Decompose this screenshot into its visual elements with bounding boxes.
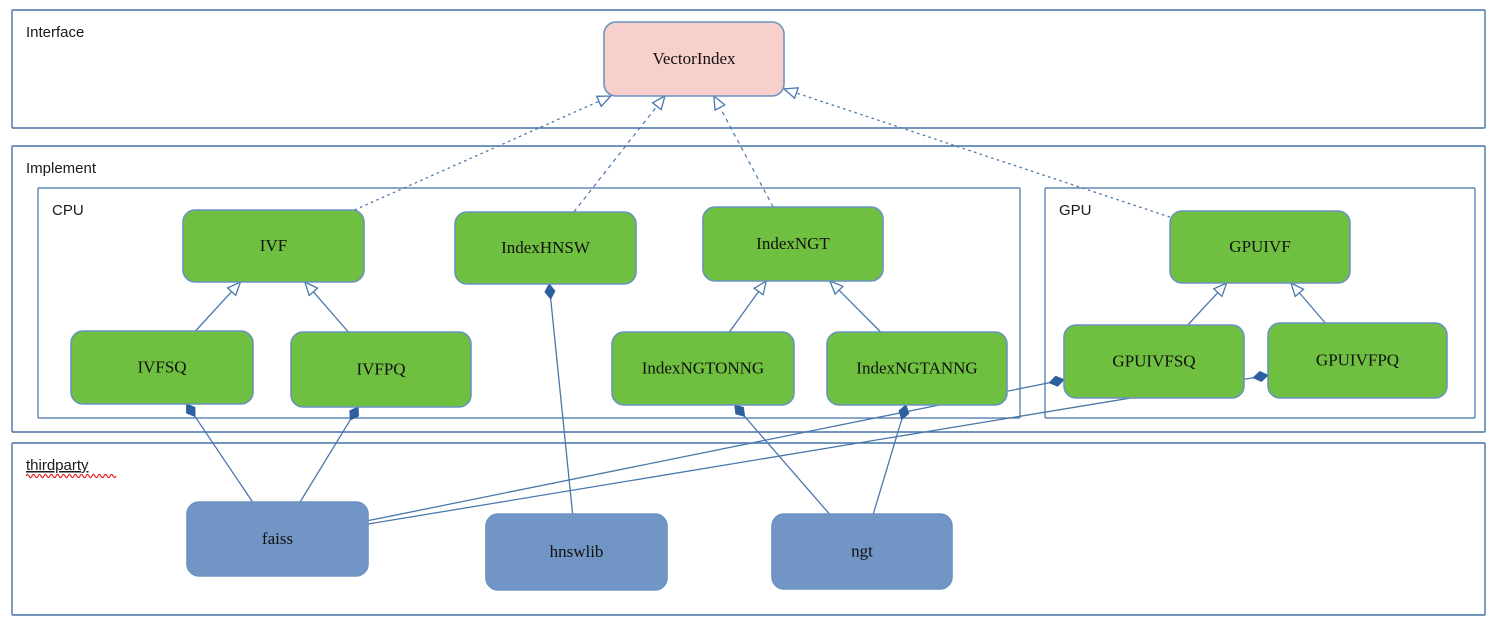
node-ngt[interactable]: ngt bbox=[771, 513, 953, 590]
generalization-arrowhead bbox=[1289, 281, 1305, 298]
composition-diamond bbox=[898, 404, 910, 421]
generalization-arrowhead bbox=[226, 280, 242, 297]
node-IndexNGT[interactable]: IndexNGT bbox=[702, 206, 884, 282]
generalization-arrowhead bbox=[828, 279, 845, 296]
edge-IVF-to-VectorIndex bbox=[354, 95, 613, 211]
container-cpu: CPU bbox=[37, 187, 1021, 419]
node-label-faiss: faiss bbox=[262, 529, 293, 548]
node-label-IndexNGTONNG: IndexNGTONNG bbox=[642, 358, 764, 377]
node-label-hnswlib: hnswlib bbox=[550, 542, 604, 561]
container-label-thirdparty: thirdparty bbox=[26, 457, 89, 474]
node-box-IndexNGTONNG[interactable] bbox=[611, 331, 795, 406]
edge-faiss-to-GPUIVFPQ bbox=[367, 371, 1269, 525]
node-IndexHNSW[interactable]: IndexHNSW bbox=[454, 211, 637, 285]
node-box-IndexNGTANNG[interactable] bbox=[826, 331, 1008, 406]
edge-IVFPQ-to-IVF bbox=[303, 280, 349, 333]
node-hnswlib[interactable]: hnswlib bbox=[485, 513, 668, 591]
edge-GPUIVFPQ-to-GPUIVF bbox=[1289, 281, 1326, 324]
node-label-IVFPQ: IVFPQ bbox=[356, 359, 405, 378]
node-GPUIVFSQ[interactable]: GPUIVFSQ bbox=[1063, 324, 1245, 399]
composition-diamond bbox=[186, 403, 196, 418]
edge-ngt-to-IndexNGTONNG bbox=[734, 404, 830, 515]
node-box-VectorIndex[interactable] bbox=[603, 21, 785, 97]
edge-GPUIVF-to-VectorIndex bbox=[782, 87, 1171, 218]
generalization-arrowhead bbox=[753, 279, 768, 296]
edge-ngt-to-IndexNGTANNG bbox=[872, 404, 910, 515]
edge-hnswlib-to-IndexHNSW bbox=[544, 283, 574, 515]
node-GPUIVFPQ[interactable]: GPUIVFPQ bbox=[1267, 322, 1448, 399]
node-label-GPUIVFSQ: GPUIVFSQ bbox=[1112, 351, 1195, 370]
edge-faiss-to-IVFPQ bbox=[299, 406, 360, 503]
container-label-interface: Interface bbox=[26, 24, 84, 41]
realization-arrowhead bbox=[713, 94, 726, 112]
node-box-GPUIVFPQ[interactable] bbox=[1267, 322, 1448, 399]
node-label-ngt: ngt bbox=[851, 541, 873, 560]
node-box-GPUIVFSQ[interactable] bbox=[1063, 324, 1245, 399]
container-label-gpu: GPU bbox=[1059, 202, 1092, 219]
edge-IndexNGTONNG-to-IndexNGT bbox=[728, 279, 768, 333]
generalization-arrowhead bbox=[303, 280, 319, 297]
composition-diamond bbox=[349, 406, 360, 421]
node-label-IndexNGT: IndexNGT bbox=[756, 234, 830, 253]
node-box-IVF[interactable] bbox=[182, 209, 365, 283]
composition-diamond bbox=[1048, 375, 1065, 387]
generalization-arrowhead bbox=[1212, 281, 1228, 298]
container-label-cpu: CPU bbox=[52, 202, 84, 219]
composition-diamond bbox=[734, 404, 746, 417]
realization-arrowhead bbox=[595, 95, 613, 108]
edge-IVFSQ-to-IVF bbox=[195, 280, 242, 332]
node-GPUIVF[interactable]: GPUIVF bbox=[1169, 210, 1351, 284]
node-label-VectorIndex: VectorIndex bbox=[652, 49, 736, 68]
node-label-IVFSQ: IVFSQ bbox=[137, 357, 186, 376]
node-VectorIndex[interactable]: VectorIndex bbox=[603, 21, 785, 97]
node-box-faiss[interactable] bbox=[186, 501, 369, 577]
node-label-GPUIVFPQ: GPUIVFPQ bbox=[1316, 350, 1399, 369]
node-IndexNGTANNG[interactable]: IndexNGTANNG bbox=[826, 331, 1008, 406]
edge-IndexNGTANNG-to-IndexNGT bbox=[828, 279, 882, 333]
container-label-implement: Implement bbox=[26, 160, 97, 177]
node-box-IVFPQ[interactable] bbox=[290, 331, 472, 408]
node-label-IndexNGTANNG: IndexNGTANNG bbox=[856, 358, 977, 377]
node-box-ngt[interactable] bbox=[771, 513, 953, 590]
spellcheck-underline bbox=[25, 473, 117, 479]
node-IVFSQ[interactable]: IVFSQ bbox=[70, 330, 254, 405]
node-faiss[interactable]: faiss bbox=[186, 501, 369, 577]
node-label-GPUIVF: GPUIVF bbox=[1229, 237, 1290, 256]
node-box-IVFSQ[interactable] bbox=[70, 330, 254, 405]
edge-IndexHNSW-to-VectorIndex bbox=[573, 94, 666, 213]
node-label-IVF: IVF bbox=[260, 236, 287, 255]
node-box-GPUIVF[interactable] bbox=[1169, 210, 1351, 284]
composition-diamond bbox=[544, 283, 556, 300]
node-IVFPQ[interactable]: IVFPQ bbox=[290, 331, 472, 408]
container-gpu: GPU bbox=[1044, 187, 1476, 419]
node-label-IndexHNSW: IndexHNSW bbox=[501, 238, 591, 257]
node-IndexNGTONNG[interactable]: IndexNGTONNG bbox=[611, 331, 795, 406]
node-box-IndexNGT[interactable] bbox=[702, 206, 884, 282]
realization-arrowhead bbox=[782, 87, 800, 100]
edge-faiss-to-IVFSQ bbox=[186, 403, 254, 503]
composition-diamond bbox=[1252, 371, 1269, 382]
edge-GPUIVFSQ-to-GPUIVF bbox=[1187, 281, 1228, 326]
edge-IndexNGT-to-VectorIndex bbox=[713, 94, 774, 208]
node-IVF[interactable]: IVF bbox=[182, 209, 365, 283]
node-box-IndexHNSW[interactable] bbox=[454, 211, 637, 285]
realization-arrowhead bbox=[651, 94, 666, 111]
node-box-hnswlib[interactable] bbox=[485, 513, 668, 591]
